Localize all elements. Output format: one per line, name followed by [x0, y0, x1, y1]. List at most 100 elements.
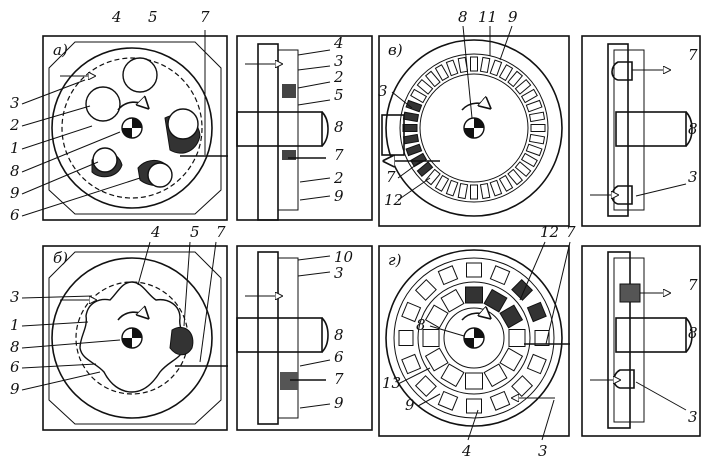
- svg-text:8: 8: [458, 8, 468, 26]
- ring-slot: [401, 353, 422, 375]
- ring-slot: [414, 375, 437, 398]
- ring-slot: [414, 278, 437, 301]
- ring-slot: [437, 390, 459, 411]
- ring-slot: [437, 265, 459, 286]
- ring-slot: [445, 179, 459, 197]
- svg-text:11: 11: [478, 8, 497, 26]
- ring-slot: [525, 143, 543, 157]
- ring-slot: [489, 265, 511, 286]
- svg-text:8: 8: [334, 118, 344, 136]
- svg-text:3: 3: [334, 264, 344, 282]
- roller-left: [85, 86, 121, 122]
- svg-text:3: 3: [538, 442, 548, 460]
- ring-slot: [470, 184, 478, 200]
- svg-text:3: 3: [378, 82, 388, 100]
- ring-slot: [525, 99, 543, 113]
- ring-slot: [483, 288, 508, 313]
- panel-label-b: б): [53, 249, 68, 267]
- svg-text:4: 4: [461, 442, 472, 460]
- svg-text:6: 6: [334, 348, 344, 366]
- ring-slot: [401, 301, 422, 323]
- labels-b-side: 10 3 8 6 7 9: [334, 248, 354, 412]
- ring-slot: [499, 304, 524, 329]
- ring-slot: [514, 78, 532, 95]
- ring-slot: [470, 56, 478, 72]
- svg-text:3: 3: [688, 168, 698, 186]
- svg-text:7: 7: [200, 8, 210, 26]
- ring-slot: [483, 363, 508, 388]
- ring-slot: [416, 161, 434, 178]
- ring-slot: [528, 133, 546, 145]
- labels-v-side: 7 8 3: [688, 46, 698, 186]
- ring-slot: [489, 179, 503, 197]
- svg-text:2: 2: [333, 169, 344, 187]
- ring-slot: [499, 347, 524, 372]
- labels-g-side: 7 8 3: [688, 276, 698, 426]
- svg-text:8: 8: [10, 338, 20, 356]
- ring-slot: [498, 174, 514, 192]
- ring-slot: [520, 152, 538, 168]
- ring-slot: [424, 168, 441, 186]
- svg-text:7: 7: [216, 223, 226, 241]
- panel-a-side: [236, 35, 373, 221]
- ring-slot: [498, 64, 514, 82]
- labels-a-front: 4 5 7 3 2 1 8 9 6: [9, 8, 210, 224]
- svg-text:7: 7: [688, 276, 698, 294]
- svg-text:12: 12: [384, 191, 403, 209]
- ring-slot: [511, 375, 534, 398]
- panel-label-g: г): [388, 251, 402, 269]
- ring-slot: [434, 174, 450, 192]
- panel-b-front: [42, 245, 228, 431]
- ring-slot: [402, 133, 420, 145]
- ring-slot: [479, 182, 491, 200]
- svg-text:2: 2: [333, 68, 344, 86]
- ring-slot: [416, 78, 434, 95]
- svg-text:9: 9: [334, 187, 344, 205]
- svg-text:3: 3: [688, 408, 698, 426]
- ring-slot: [466, 398, 482, 414]
- panel-label-a: а): [53, 41, 68, 59]
- svg-text:6: 6: [10, 206, 20, 224]
- roller-top: [122, 57, 158, 93]
- svg-text:9: 9: [508, 8, 518, 26]
- svg-text:7: 7: [334, 370, 344, 388]
- panel-v-front: [378, 35, 570, 227]
- ring-slot: [514, 161, 532, 178]
- svg-text:12: 12: [540, 223, 559, 241]
- svg-text:9: 9: [334, 394, 344, 412]
- ring-slot: [440, 288, 465, 313]
- svg-text:7: 7: [386, 168, 396, 186]
- panel-g-side: [581, 245, 701, 437]
- ring-slot: [465, 286, 483, 304]
- ring-slot: [424, 70, 441, 88]
- svg-text:5: 5: [190, 223, 200, 241]
- ring-slot: [445, 59, 459, 77]
- ring-slot: [466, 262, 482, 278]
- panel-b-side: [236, 245, 373, 431]
- svg-text:13: 13: [382, 374, 401, 392]
- ring-slot: [508, 329, 526, 347]
- panel-label-v: в): [388, 41, 403, 59]
- svg-text:9: 9: [405, 396, 415, 414]
- svg-text:1: 1: [10, 139, 20, 157]
- ring-slot: [520, 88, 538, 104]
- ring-slot: [398, 330, 414, 346]
- svg-text:7: 7: [566, 223, 576, 241]
- ring-slot: [424, 347, 449, 372]
- svg-text:6: 6: [10, 358, 20, 376]
- ring-slot: [440, 363, 465, 388]
- svg-text:8: 8: [416, 316, 426, 334]
- svg-text:4: 4: [333, 34, 344, 52]
- ring-slot: [434, 64, 450, 82]
- ring-slot: [526, 301, 547, 323]
- ring-slot: [410, 152, 428, 168]
- svg-text:3: 3: [10, 94, 20, 112]
- ring-slot: [507, 70, 524, 88]
- stator-circle: [51, 47, 213, 209]
- svg-text:5: 5: [148, 8, 158, 26]
- panel-a-front: [42, 30, 228, 221]
- labels-g-front: 12 7 8 13 9 4 3: [382, 223, 576, 460]
- ring-slot: [534, 330, 550, 346]
- svg-text:4: 4: [150, 223, 161, 241]
- labels-v-front: 8 11 9 3 7 12: [378, 8, 518, 209]
